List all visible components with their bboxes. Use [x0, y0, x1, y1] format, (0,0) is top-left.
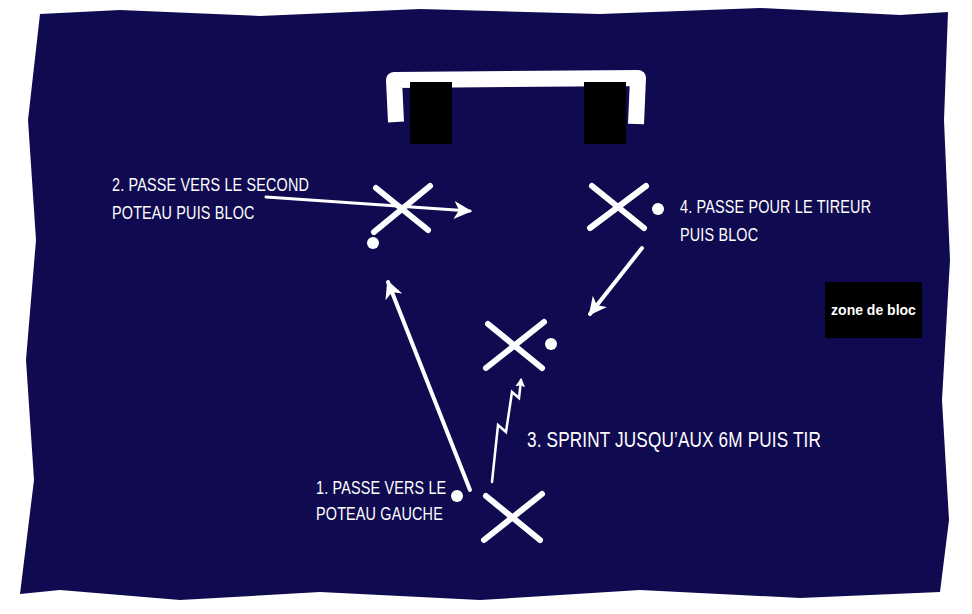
goal	[391, 74, 642, 144]
zone-box: zone de bloc	[825, 282, 922, 338]
board	[20, 8, 950, 600]
step-instruction: 2. PASSE VERS LE SECOND POTEAU PUIS BLOC	[112, 171, 332, 227]
balls	[367, 203, 664, 502]
step-instruction: 1. PASSE VERS LE POTEAU GAUCHE	[316, 475, 476, 527]
zone-label: zone de bloc	[831, 302, 916, 318]
step-instruction: 3. SPRINT JUSQU’AUX 6M PUIS TIR	[527, 426, 901, 454]
step-instruction: 4. PASSE POUR LE TIREUR PUIS BLOC	[680, 193, 904, 249]
